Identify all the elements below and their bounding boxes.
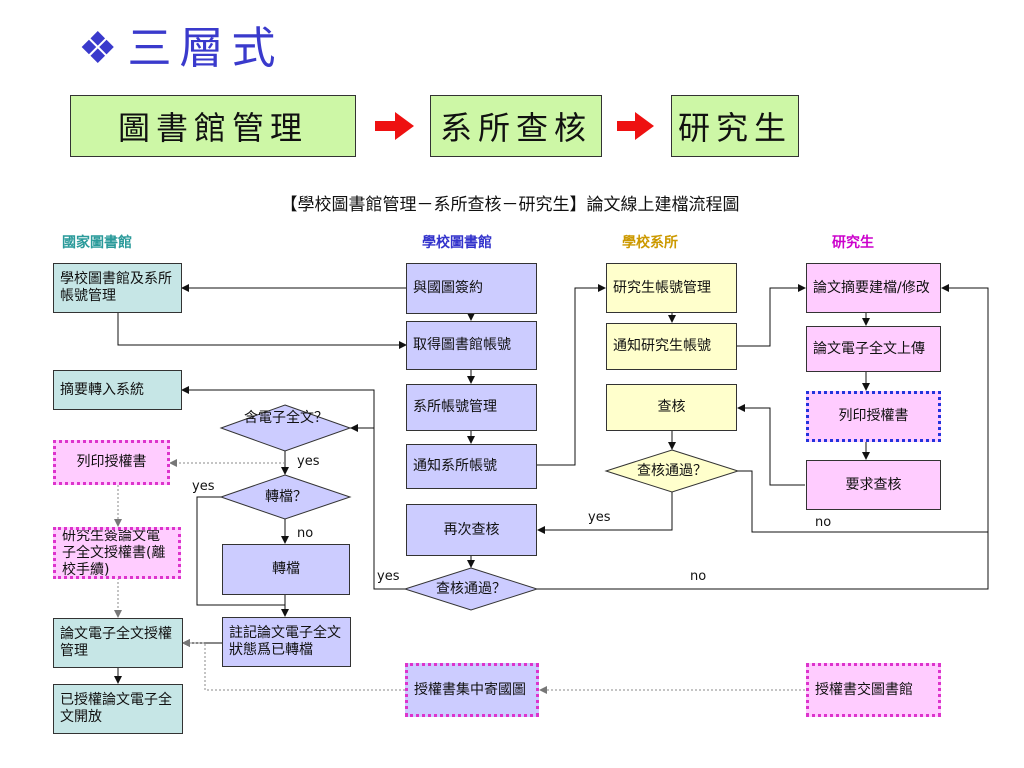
stage-student: 研究生: [671, 95, 799, 157]
box-student-sign-authorization: 研究生簽論文電子全文授權書(離校手續): [53, 527, 181, 579]
decision-convert-label: 轉檔？: [265, 489, 307, 505]
decision-has-fulltext-label: 含電子全文？: [244, 410, 328, 426]
red-arrow-icon: [375, 112, 414, 140]
label-yes-fulltext: yes: [297, 454, 320, 469]
decision-lib-pass-shape: [403, 567, 539, 611]
lane-school-department: 學校系所: [622, 235, 678, 251]
lane-student: 研究生: [832, 235, 874, 251]
stage-department-check: 系所查核: [430, 95, 602, 157]
box-authorized-fulltext-open: 已授權論文電子全文開放: [53, 684, 183, 734]
lane-national-library: 國家圖書館: [62, 235, 132, 251]
box-send-authorization-to-national-library: 授權書集中寄國圖: [405, 663, 539, 717]
lane-school-library: 學校圖書館: [422, 235, 492, 251]
box-notify-student-account: 通知研究生帳號: [606, 323, 737, 370]
box-student-print-authorization: 列印授權書: [806, 391, 941, 442]
decision-dept-pass-label: 查核通過？: [637, 463, 707, 479]
box-notify-department-account: 通知系所帳號: [406, 444, 537, 489]
label-yes-dept-pass: yes: [588, 510, 611, 525]
box-department-check: 查核: [606, 384, 737, 431]
box-mark-converted: 註記論文電子全文狀態爲已轉檔: [222, 617, 351, 667]
diamond-bullet-icon: ❖: [78, 23, 126, 74]
box-convert-file: 轉檔: [222, 544, 350, 595]
box-get-library-account: 取得圖書館帳號: [406, 321, 537, 370]
red-arrow-icon: [617, 112, 654, 140]
box-fulltext-authorization-management: 論文電子全文授權管理: [53, 618, 183, 668]
box-request-check: 要求查核: [806, 460, 941, 510]
box-abstract-import: 摘要轉入系統: [53, 370, 182, 410]
box-fulltext-upload: 論文電子全文上傳: [806, 326, 941, 372]
box-abstract-edit: 論文摘要建檔/修改: [806, 263, 941, 313]
stage-library-management: 圖書館管理: [70, 95, 356, 157]
box-national-print-authorization: 列印授權書: [53, 440, 170, 485]
box-department-account-management: 系所帳號管理: [406, 384, 537, 431]
page-title: ❖三層式: [78, 23, 284, 74]
box-student-account-management: 研究生帳號管理: [606, 263, 737, 313]
box-submit-authorization-to-library: 授權書交圖書館: [806, 663, 941, 717]
flowchart-caption: 【學校圖書館管理－系所查核－研究生】論文線上建檔流程圖: [280, 195, 740, 215]
box-sign-with-national-library: 與國圖簽約: [406, 263, 537, 314]
box-national-account-management: 學校圖書館及系所帳號管理: [53, 263, 182, 313]
label-no-lib-pass: no: [690, 569, 707, 584]
label-yes-lib-pass: yes: [377, 569, 400, 584]
decision-lib-pass-label: 查核通過？: [436, 581, 506, 597]
label-yes-convert: yes: [192, 479, 215, 494]
label-no-convert: no: [297, 526, 314, 541]
box-recheck: 再次查核: [406, 504, 537, 556]
label-no-dept-pass: no: [815, 515, 832, 530]
